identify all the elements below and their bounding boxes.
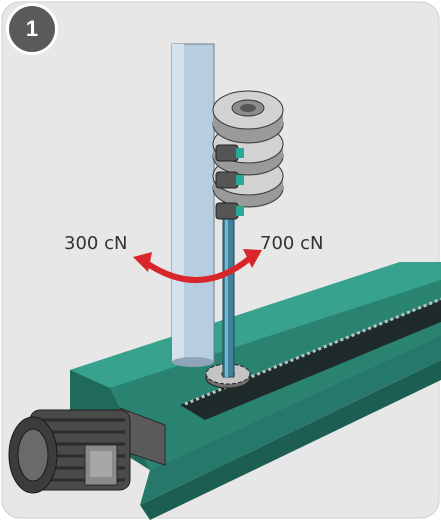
step-number-badge: 1 <box>9 6 55 52</box>
gear-rack <box>180 297 441 420</box>
vertical-tube <box>171 43 215 367</box>
double-arrow-icon <box>133 249 262 283</box>
force-label-right: 700 cN <box>260 233 324 254</box>
force-label-left: 300 cN <box>64 233 128 254</box>
weight-discs <box>212 90 284 208</box>
shaft-clamps <box>215 144 244 220</box>
drive-motor <box>8 407 166 494</box>
